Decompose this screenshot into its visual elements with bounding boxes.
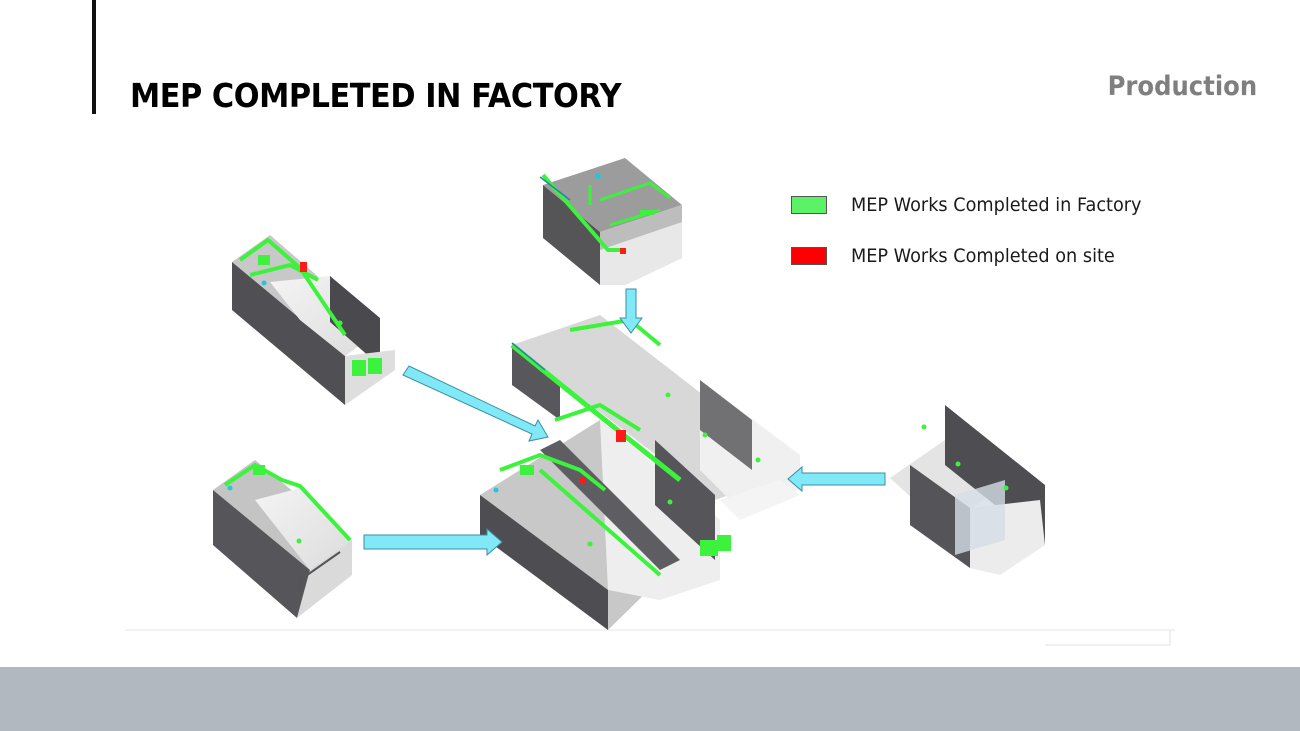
legend-label-factory: MEP Works Completed in Factory [851,194,1142,216]
legend-item-site: MEP Works Completed on site [791,245,1135,267]
image-frame-corner [1045,630,1171,646]
arrow-from-top [619,288,643,334]
module-left-upper [232,235,395,405]
title-accent-bar [92,0,96,114]
section-label: Production [1107,71,1257,102]
legend-swatch-site [791,247,827,265]
assembled-unit [480,315,800,630]
legend-swatch-factory [791,196,827,214]
module-top [539,158,682,285]
slide: MEP COMPLETED IN FACTORY Production [92,0,1257,646]
module-right [890,405,1045,575]
mep-assembly-diagram [125,158,1175,646]
slide-title: MEP COMPLETED IN FACTORY [130,76,622,115]
arrow-from-left-upper [402,365,549,442]
slide-footer-band [0,667,1300,731]
legend-label-site: MEP Works Completed on site [851,245,1115,267]
arrow-from-right [787,465,886,493]
arrow-from-left-lower [363,527,503,557]
legend-item-factory: MEP Works Completed in Factory [791,194,1163,216]
module-left-lower [213,460,352,618]
